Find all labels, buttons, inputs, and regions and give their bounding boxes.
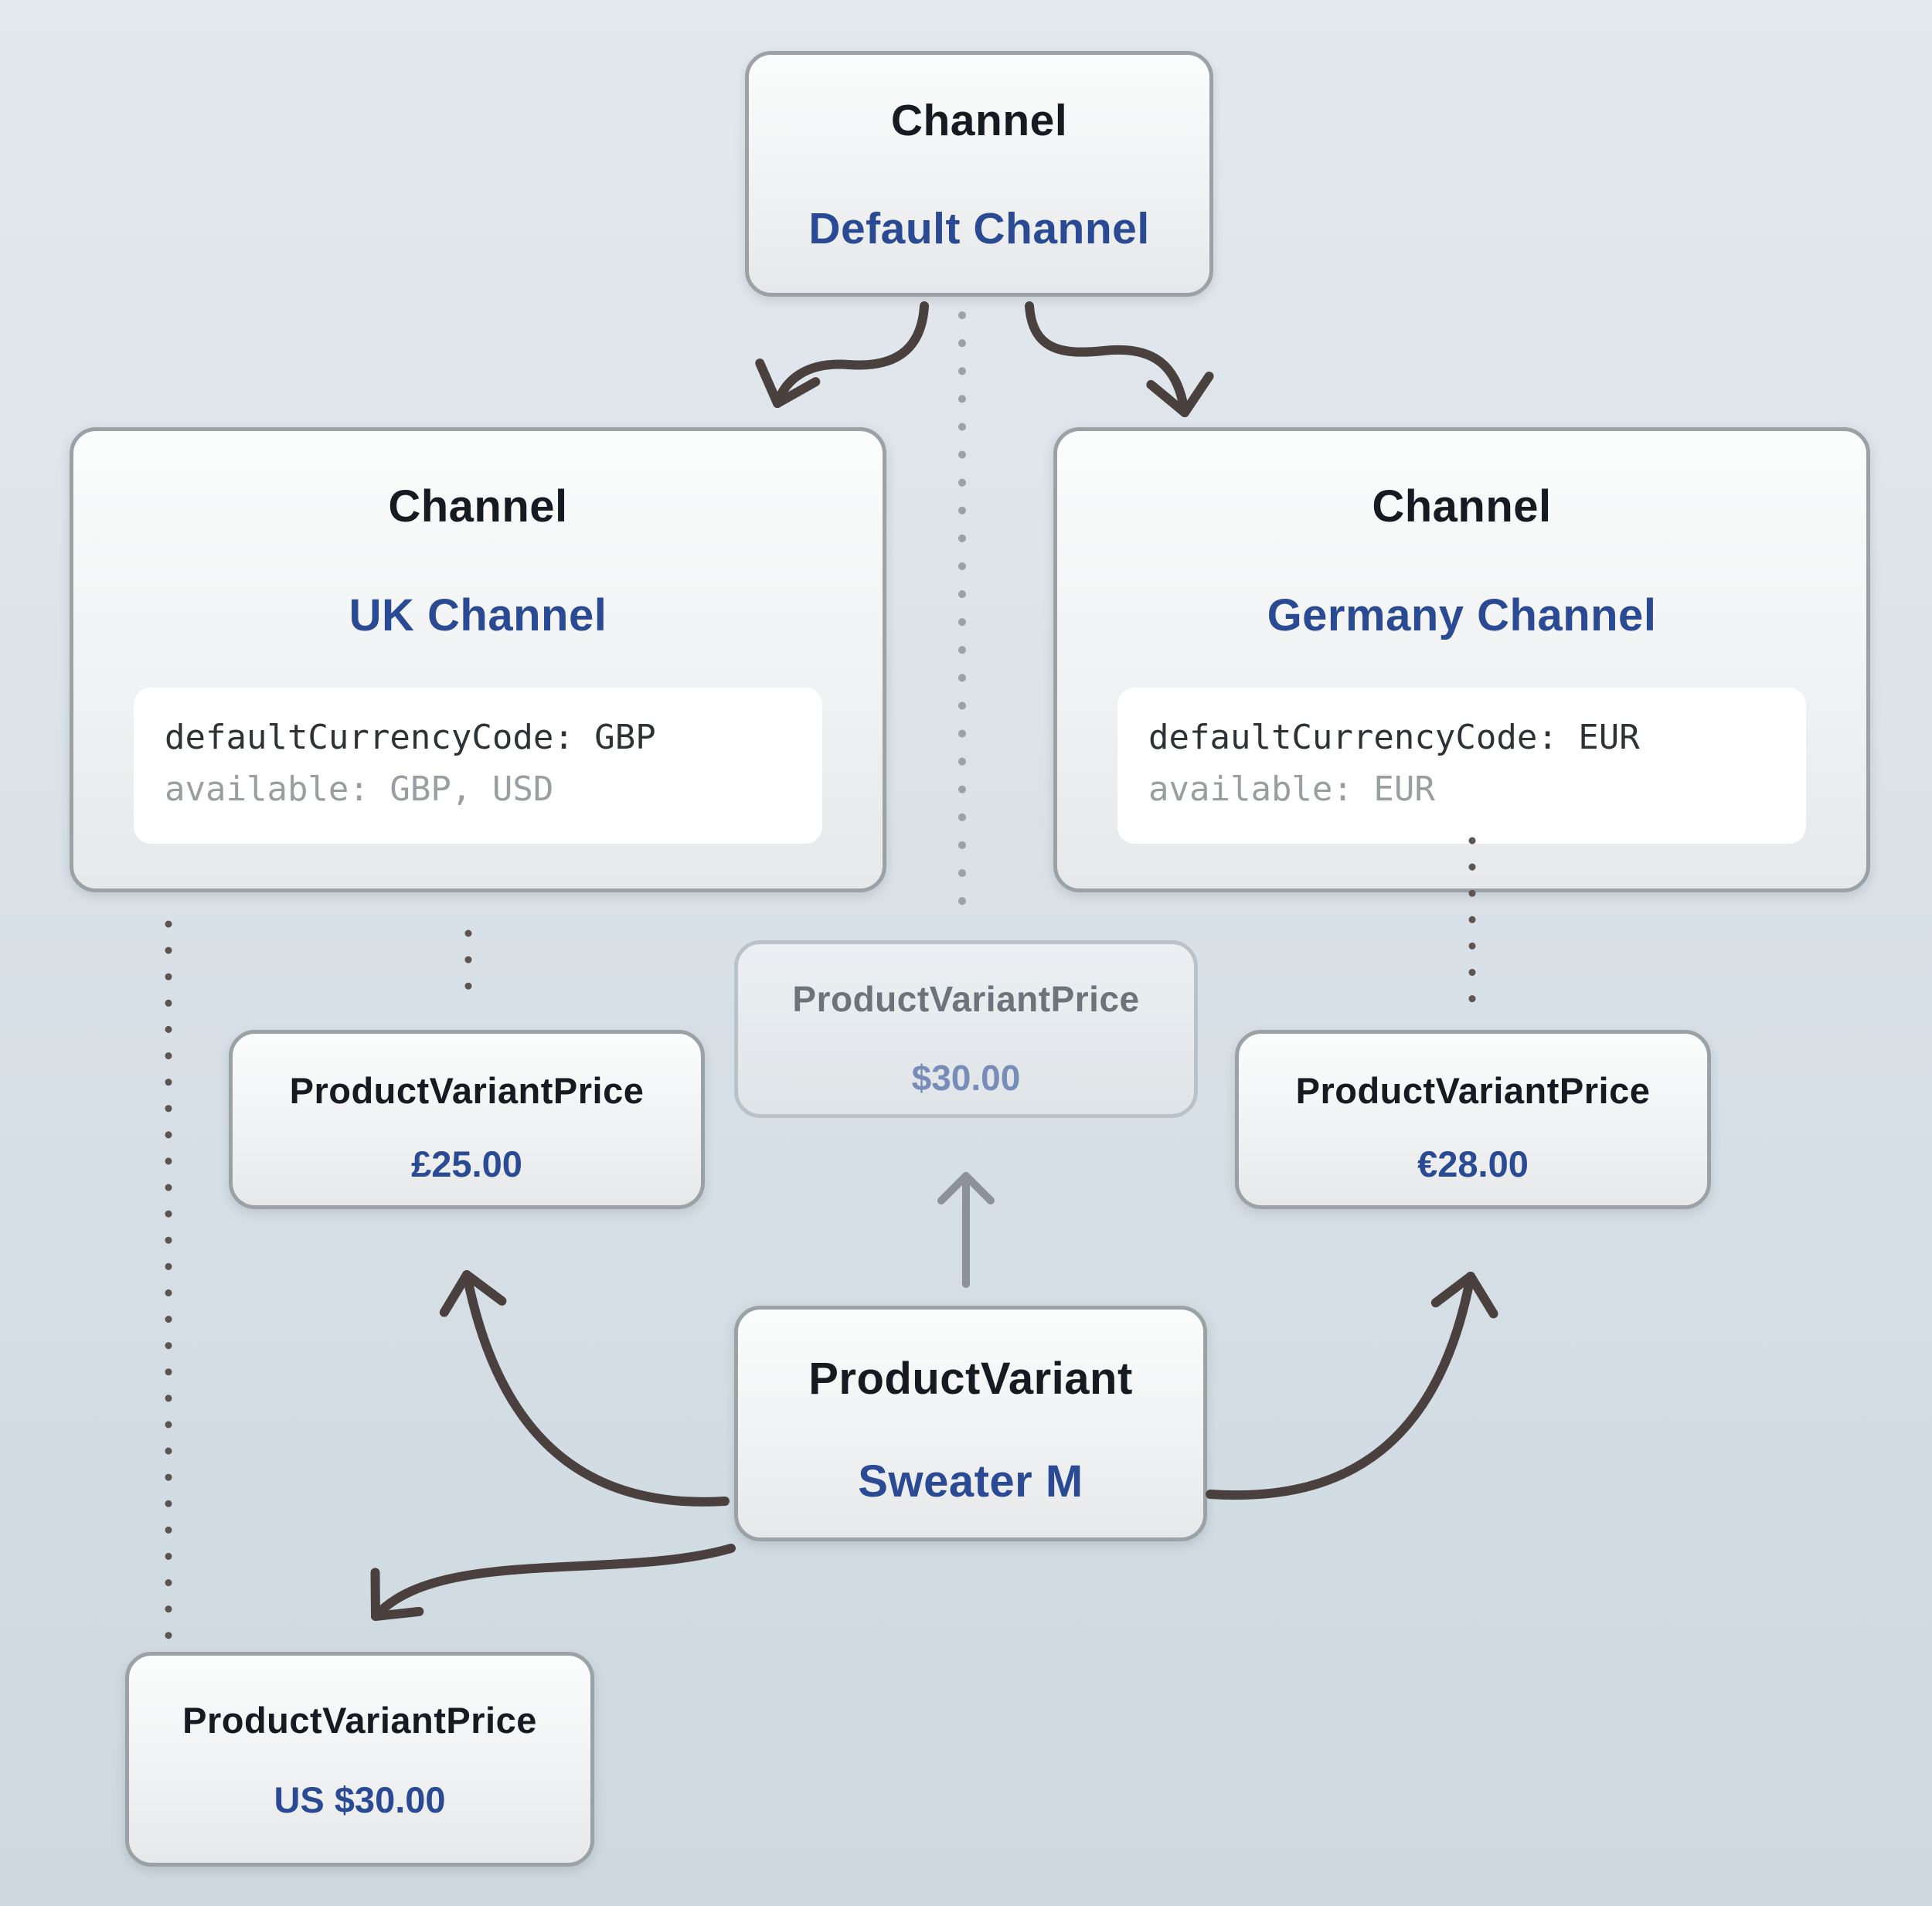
currency-code-block: defaultCurrencyCode: EUR available: EUR <box>1117 688 1806 844</box>
default-currency-line: defaultCurrencyCode: GBP <box>165 718 656 757</box>
node-type-label: ProductVariantPrice <box>289 1070 645 1111</box>
node-instance-name: Sweater M <box>858 1456 1083 1507</box>
price-value: €28.00 <box>1417 1143 1529 1184</box>
available-currencies-line: available: EUR <box>1148 769 1435 809</box>
node-germany-variant-price: ProductVariantPrice €28.00 <box>1235 1030 1711 1209</box>
node-uk-channel: Channel UK Channel defaultCurrencyCode: … <box>70 427 886 892</box>
available-currencies-line: available: GBP, USD <box>165 769 554 809</box>
node-type-label: ProductVariantPrice <box>1295 1070 1651 1111</box>
node-type-label: Channel <box>890 96 1068 145</box>
arrow-product-variant-to-us-price <box>370 1544 736 1621</box>
node-type-label: Channel <box>388 481 568 532</box>
price-value: £25.00 <box>411 1143 522 1184</box>
node-instance-name: Default Channel <box>808 204 1150 253</box>
node-default-variant-price: ProductVariantPrice $30.00 <box>734 940 1198 1118</box>
default-currency-line: defaultCurrencyCode: EUR <box>1148 718 1640 757</box>
price-value: US $30.00 <box>274 1779 446 1820</box>
arrow-product-variant-to-uk-price <box>439 1270 730 1507</box>
node-default-channel: Channel Default Channel <box>745 51 1213 297</box>
node-type-label: Channel <box>1372 481 1552 532</box>
node-instance-name: UK Channel <box>349 590 607 640</box>
arrow-default-channel-to-uk-channel <box>755 301 929 408</box>
arrow-product-variant-to-germany-price <box>1206 1272 1498 1500</box>
arrow-default-channel-to-germany-channel <box>1025 301 1214 417</box>
node-product-variant: ProductVariant Sweater M <box>734 1306 1207 1541</box>
price-value: $30.00 <box>911 1058 1021 1098</box>
node-uk-variant-price: ProductVariantPrice £25.00 <box>229 1030 705 1209</box>
node-us-variant-price: ProductVariantPrice US $30.00 <box>125 1652 594 1867</box>
node-type-label: ProductVariantPrice <box>792 979 1140 1019</box>
node-germany-channel: Channel Germany Channel defaultCurrencyC… <box>1053 427 1870 892</box>
currency-code-block: defaultCurrencyCode: GBP available: GBP,… <box>134 688 822 844</box>
node-type-label: ProductVariantPrice <box>182 1700 537 1741</box>
node-instance-name: Germany Channel <box>1267 590 1657 640</box>
node-type-label: ProductVariant <box>808 1354 1133 1404</box>
